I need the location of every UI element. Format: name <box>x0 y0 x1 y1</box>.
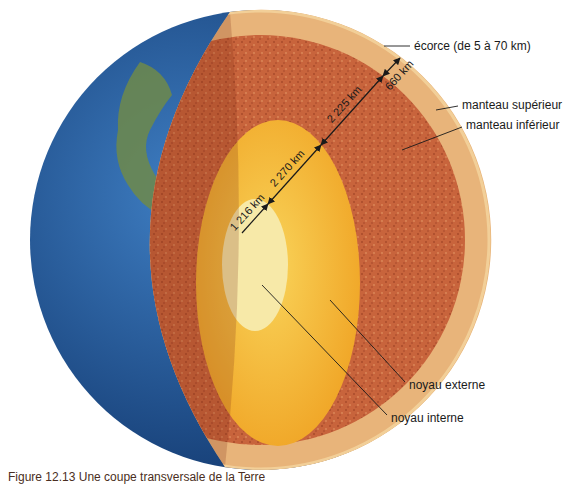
leader-lines <box>262 46 462 415</box>
crust-ring <box>31 11 489 469</box>
layer-label: manteau inférieur <box>466 118 559 132</box>
dimension-line <box>242 58 400 233</box>
cross-section <box>28 8 492 472</box>
layer-label: noyau externe <box>409 378 485 392</box>
layer-label: noyau interne <box>391 411 464 425</box>
layer-label: écorce (de 5 à 70 km) <box>414 39 531 53</box>
globe <box>30 10 490 470</box>
figure-caption: Figure 12.13 Une coupe transversale de l… <box>8 470 265 484</box>
layer-label: manteau supérieur <box>462 98 562 112</box>
